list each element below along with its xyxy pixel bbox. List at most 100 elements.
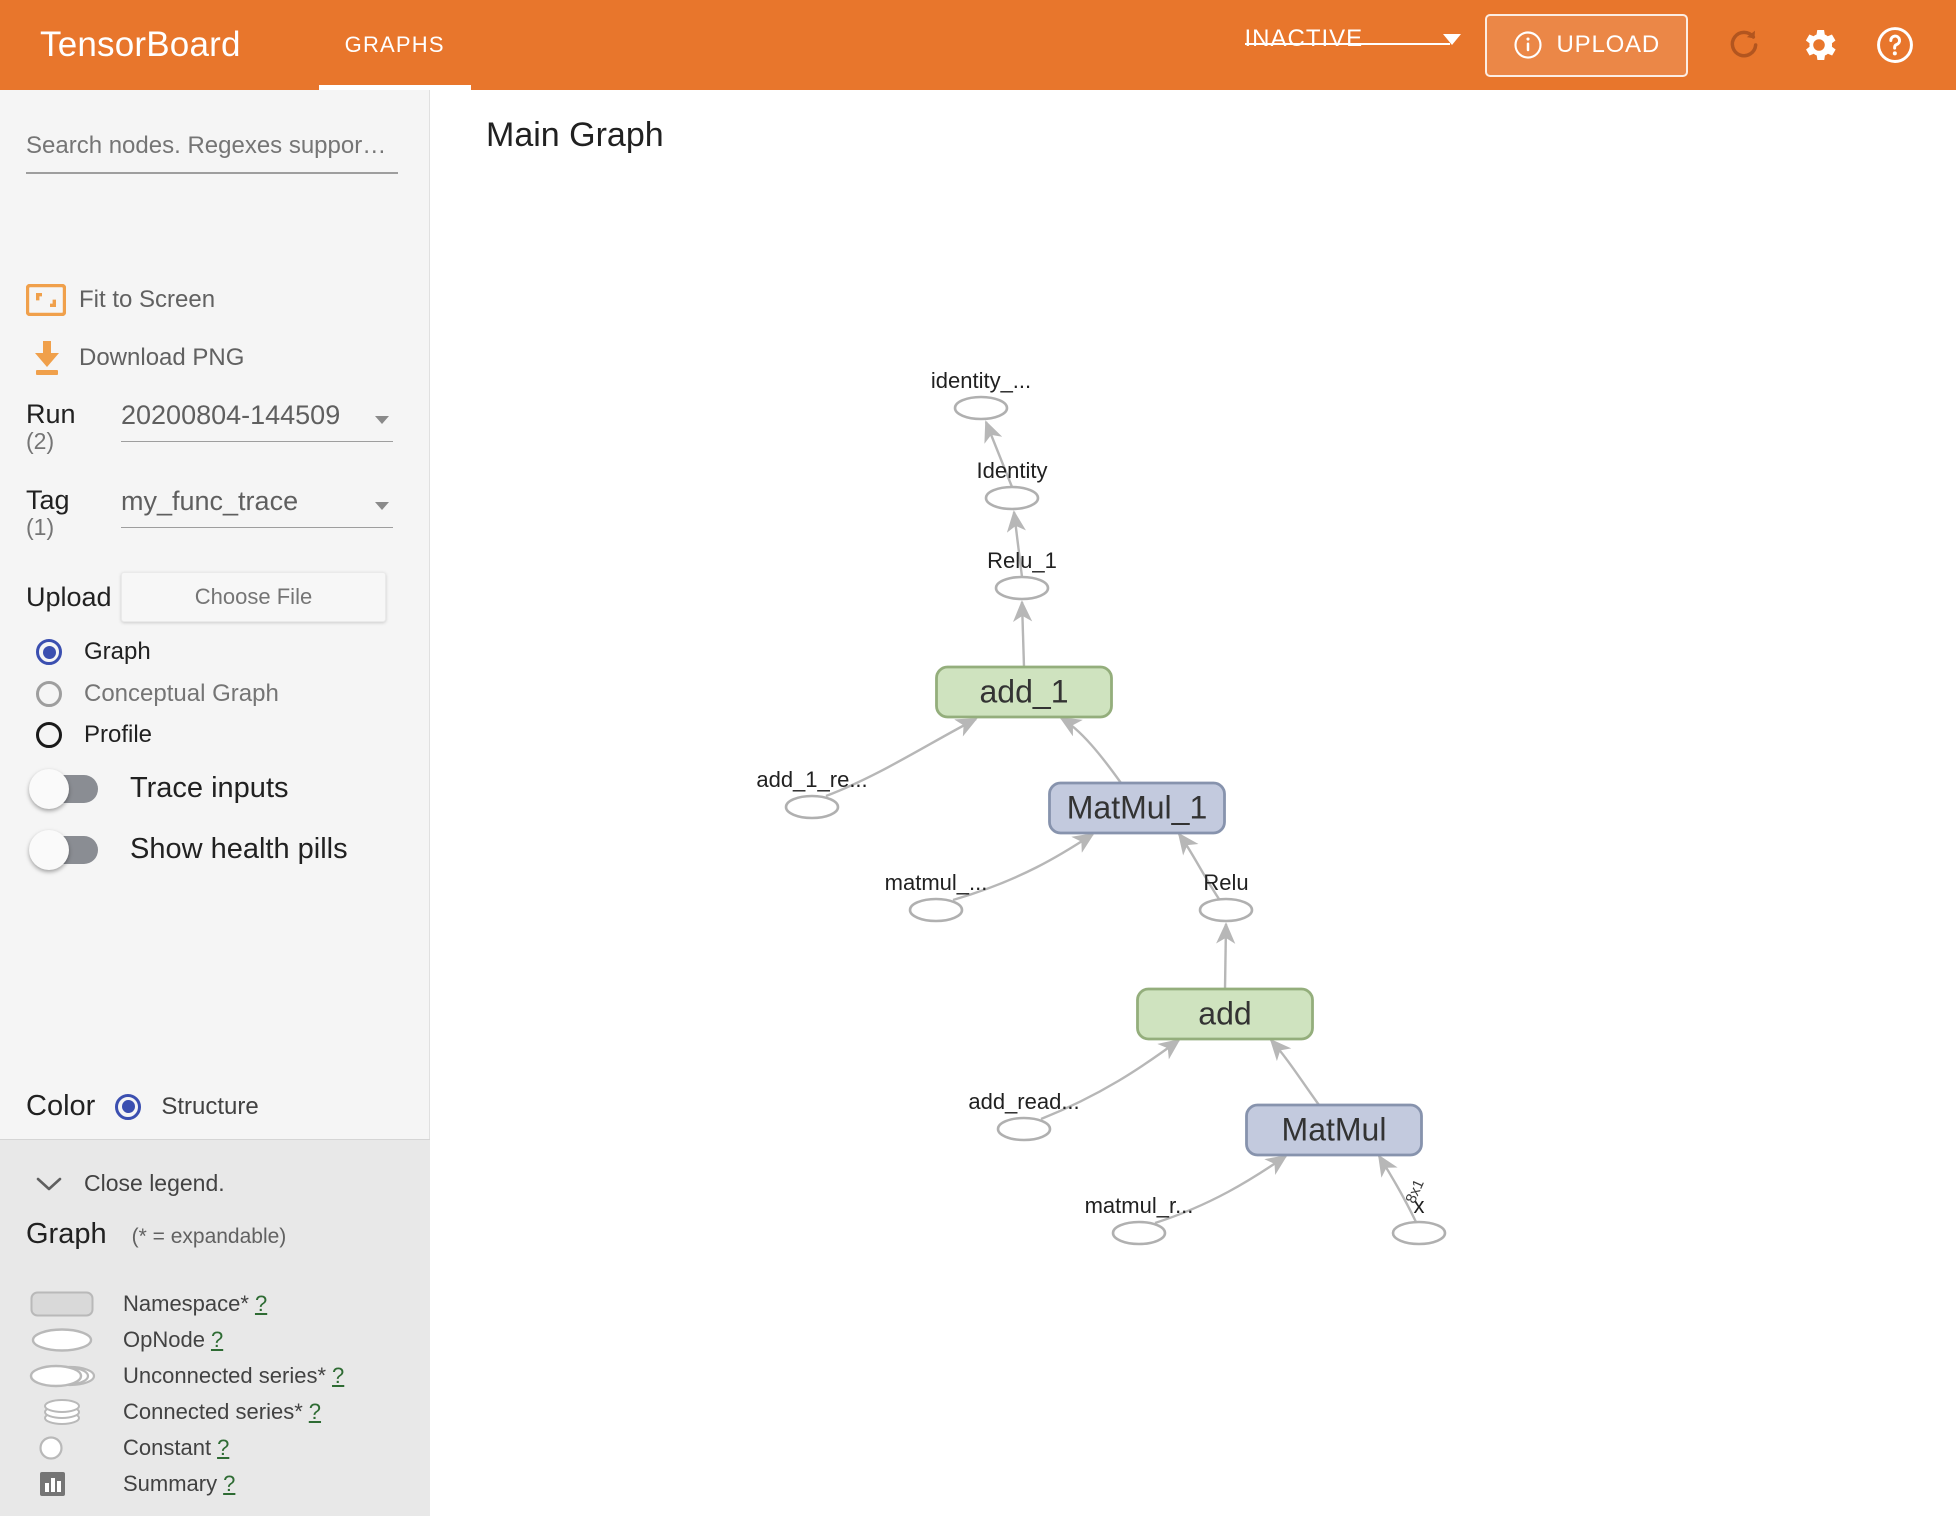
graph-op-node[interactable] <box>784 794 840 820</box>
graph-op-node[interactable] <box>1391 1220 1447 1246</box>
legend-item-unconnected-series: Unconnected series*? <box>26 1360 344 1391</box>
graph-node-label: matmul_... <box>884 870 988 895</box>
tag-dropdown[interactable]: my_func_trace <box>121 486 393 528</box>
tag-underline <box>121 527 393 528</box>
radio-conceptual-graph-label: Conceptual Graph <box>84 680 279 707</box>
connected-series-icon <box>26 1398 98 1426</box>
summary-chart-icon <box>26 1470 98 1498</box>
radio-graph[interactable]: Graph <box>36 638 151 666</box>
graph-box-node[interactable] <box>1136 987 1314 1041</box>
run-dropdown[interactable]: 20200804-144509 <box>121 400 393 442</box>
graph-op-node[interactable] <box>984 485 1040 511</box>
help-link[interactable]: ? <box>308 1398 322 1424</box>
help-link[interactable]: ? <box>332 1362 345 1388</box>
graph-op-node[interactable] <box>1111 1220 1167 1246</box>
fit-to-screen-button[interactable]: Fit to Screen <box>26 284 215 316</box>
graph-edge <box>1377 1154 1418 1223</box>
toggle-trace-inputs-knob <box>29 768 69 809</box>
choose-file-label: Choose File <box>194 584 313 609</box>
sidebar: Fit to Screen Download PNG Run (2) 20200… <box>0 90 430 1516</box>
app-brand: TensorBoard <box>40 25 241 64</box>
help-link[interactable]: ? <box>254 1290 268 1316</box>
graph-node-label: matmul_r... <box>1084 1193 1194 1218</box>
graph-edge <box>1216 922 1236 990</box>
graph-op-node[interactable] <box>1198 897 1254 923</box>
graph-edge <box>984 420 1014 488</box>
toggle-show-health-pills[interactable]: Show health pills <box>29 829 348 870</box>
close-legend-button[interactable]: Close legend. <box>36 1170 225 1197</box>
legend-heading: Graph <box>26 1218 107 1250</box>
graph-box-node-label: MatMul <box>1281 1111 1387 1148</box>
graph-box-node-label: MatMul_1 <box>1066 789 1208 826</box>
search-input[interactable] <box>26 132 398 172</box>
page-title: Main Graph <box>486 116 664 154</box>
graph-box-node[interactable] <box>1048 781 1226 835</box>
app-header: TensorBoard GRAPHS INACTIVE UPLOAD <box>0 0 1956 90</box>
toggle-trace-inputs-label: Trace inputs <box>130 772 289 804</box>
radio-structure-indicator[interactable] <box>115 1093 142 1120</box>
graph-box-node[interactable] <box>1245 1103 1423 1157</box>
tag-count: (1) <box>26 514 55 541</box>
legend-heading-row: Graph (* = expandable) <box>26 1218 286 1251</box>
tab-graphs-label: GRAPHS <box>344 32 445 57</box>
search-underline <box>26 172 398 174</box>
graph-edge <box>1177 832 1220 900</box>
graph-edge <box>1006 510 1026 578</box>
tab-graphs[interactable]: GRAPHS <box>318 0 471 90</box>
graph-box-node[interactable] <box>935 665 1113 719</box>
namespace-rect-icon <box>26 1291 98 1317</box>
legend-heading-note: (* = expandable) <box>131 1225 287 1248</box>
graph-edge <box>1040 1038 1181 1121</box>
legend-item-summary: Summary? <box>26 1468 235 1499</box>
run-field: Run (2) 20200804-144509 <box>26 400 393 455</box>
upload-button[interactable]: UPLOAD <box>1484 13 1688 77</box>
graph-box-node-label: add_1 <box>979 673 1069 710</box>
run-count: (2) <box>26 428 55 455</box>
download-icon <box>32 339 62 377</box>
run-state-value: INACTIVE <box>1244 25 1364 52</box>
graph-edge <box>1059 716 1122 784</box>
color-label: Color <box>26 1090 96 1122</box>
graph-op-node[interactable] <box>908 897 964 923</box>
download-png-label: Download PNG <box>79 344 245 371</box>
graph-edge <box>1013 600 1033 668</box>
refresh-icon[interactable] <box>1724 25 1764 65</box>
graph-op-node[interactable] <box>996 1116 1052 1142</box>
toggle-trace-inputs-track <box>29 768 98 809</box>
download-png-button[interactable]: Download PNG <box>26 341 245 375</box>
radio-conceptual-graph[interactable]: Conceptual Graph <box>36 680 279 708</box>
help-circle-icon[interactable] <box>1874 24 1916 66</box>
radio-profile[interactable]: Profile <box>36 721 152 749</box>
help-link[interactable]: ? <box>217 1434 230 1460</box>
chevron-down-icon <box>375 416 389 424</box>
unconnected-series-icon <box>26 1363 98 1389</box>
help-link[interactable]: ? <box>210 1326 224 1352</box>
help-link[interactable]: ? <box>223 1470 236 1496</box>
header-icon-group <box>1724 24 1916 66</box>
upload-button-label: UPLOAD <box>1556 31 1660 58</box>
legend-item-namespace: Namespace*? <box>26 1288 267 1319</box>
choose-file-button[interactable]: Choose File <box>121 572 386 622</box>
color-option-row: Color Structure <box>26 1090 259 1123</box>
radio-graph-indicator <box>36 639 62 665</box>
legend-item-summary-label: Summary? <box>123 1470 236 1496</box>
graph-node-label: Relu <box>1203 870 1249 895</box>
run-state-dropdown[interactable]: INACTIVE <box>1244 25 1461 65</box>
tag-value: my_func_trace <box>121 486 299 516</box>
chevron-down-icon <box>36 1176 62 1192</box>
header-tabs: GRAPHS <box>318 0 471 90</box>
graph-edge <box>1154 1154 1288 1225</box>
graph-op-node[interactable] <box>994 575 1050 601</box>
legend-item-connected-series: Connected series*? <box>26 1396 321 1427</box>
graph-nodes <box>784 395 1447 1246</box>
legend-item-constant-label: Constant? <box>123 1434 230 1460</box>
graph-edge <box>825 717 978 798</box>
toggle-trace-inputs[interactable]: Trace inputs <box>29 768 289 809</box>
close-legend-label: Close legend. <box>84 1170 225 1196</box>
chevron-down-icon <box>375 502 389 510</box>
radio-graph-label: Graph <box>84 638 151 665</box>
legend-item-namespace-label: Namespace*? <box>123 1290 268 1316</box>
gear-icon[interactable] <box>1798 24 1840 66</box>
graph-op-node[interactable] <box>953 395 1009 421</box>
